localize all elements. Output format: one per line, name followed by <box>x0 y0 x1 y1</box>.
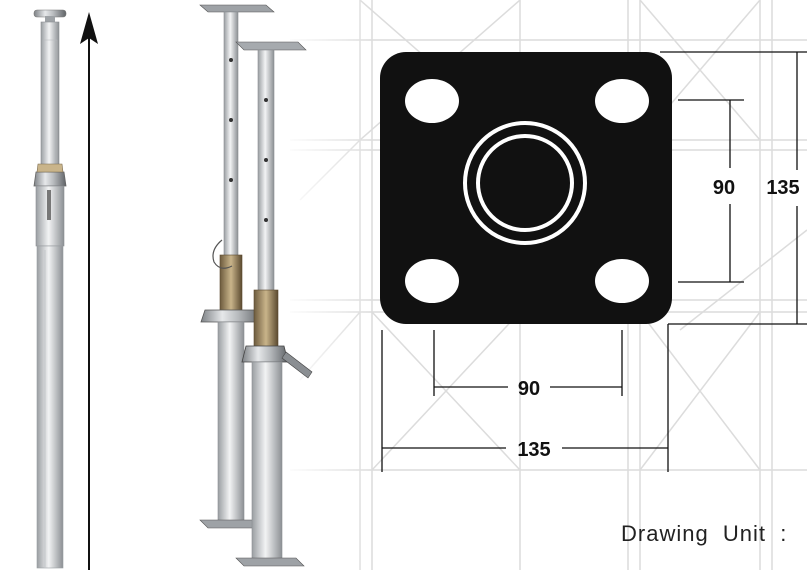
pipe-outer-ring <box>463 121 587 245</box>
prop-pair-image <box>199 4 313 567</box>
base-plate <box>380 52 672 324</box>
bolt-hole-top-left <box>405 79 459 123</box>
inner-width-label: 90 <box>518 378 540 400</box>
up-arrow-icon <box>80 12 98 570</box>
bolt-hole-bottom-left <box>405 259 459 303</box>
inner-height-label: 90 <box>713 177 735 199</box>
bolt-hole-top-right <box>595 79 649 123</box>
pipe-inner-ring <box>476 134 574 232</box>
bolt-hole-bottom-right <box>595 259 649 303</box>
outer-height-label: 135 <box>766 177 799 199</box>
drawing-unit-label: Drawing Unit : <box>621 521 787 546</box>
single-prop-image <box>33 9 67 569</box>
dimension-lines <box>381 51 807 472</box>
outer-width-label: 135 <box>517 439 550 461</box>
